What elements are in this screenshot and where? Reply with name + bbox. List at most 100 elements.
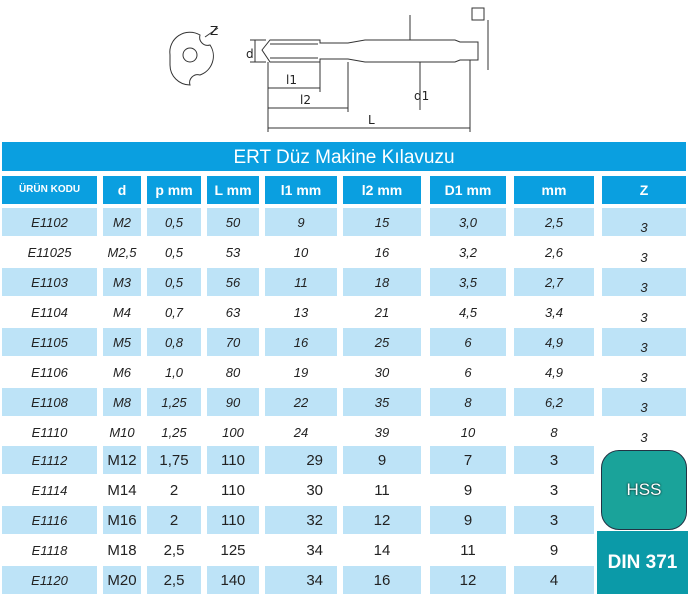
table-cell: 3,4: [544, 305, 564, 320]
label-l1: l1: [286, 73, 297, 87]
table-cell: 4,9: [514, 328, 594, 356]
tap-technical-drawing: Z d l1 l2 d1 L: [169, 7, 489, 132]
table-cell: 3: [640, 310, 648, 325]
table-cell: 70: [207, 328, 259, 356]
table-cell: 0,5: [164, 245, 184, 260]
product-code-cell: E1112: [2, 446, 97, 474]
table-cell: M3: [103, 268, 141, 296]
table-cell: 6: [430, 328, 506, 356]
table-cell: 6,2: [514, 388, 594, 416]
table-cell: 1,25: [161, 425, 187, 440]
table-cell: 3,0: [430, 208, 506, 236]
table-cell: 90: [207, 388, 259, 416]
table-cell: M6: [112, 365, 132, 380]
table-title: ERT Düz Makine Kılavuzu: [2, 142, 686, 171]
table-cell: 3: [640, 430, 648, 445]
table-cell: 110: [207, 506, 259, 534]
table-cell: 0,5: [147, 208, 201, 236]
column-header: d: [103, 176, 141, 204]
table-cell: 3: [514, 446, 594, 474]
table-cell: 110: [207, 446, 259, 474]
table-cell: 125: [220, 542, 246, 559]
product-code-cell: E11025: [27, 245, 72, 260]
table-cell: 19: [293, 365, 309, 380]
table-cell: 3: [602, 268, 686, 296]
table-cell: 24: [293, 425, 309, 440]
table-cell: 12: [343, 506, 421, 534]
column-header: l1 mm: [265, 176, 337, 204]
table-cell: 9: [463, 482, 473, 499]
table-cell: M16: [103, 506, 141, 534]
table-cell: 0,8: [147, 328, 201, 356]
table-cell: 3: [602, 388, 686, 416]
table-cell: 2,5: [147, 566, 201, 594]
table-cell: 15: [343, 208, 421, 236]
table-cell: 0,7: [164, 305, 184, 320]
table-cell: 3: [602, 208, 686, 236]
table-cell: M4: [112, 305, 132, 320]
label-d1: d1: [414, 89, 429, 103]
table-cell: 9: [549, 542, 559, 559]
table-cell: 39: [374, 425, 390, 440]
table-cell: 14: [373, 542, 391, 559]
table-cell: 9: [430, 506, 506, 534]
table-cell: 80: [225, 365, 241, 380]
table-cell: 25: [343, 328, 421, 356]
table-cell: 3,2: [458, 245, 478, 260]
table-cell: 8: [550, 425, 558, 440]
column-header: D1 mm: [430, 176, 506, 204]
table-cell: M14: [107, 482, 137, 499]
table-cell: M2: [103, 208, 141, 236]
label-z: Z: [210, 24, 218, 38]
table-cell: 10: [460, 425, 476, 440]
label-d: d: [246, 47, 254, 61]
product-code-cell: E1106: [31, 365, 68, 380]
table-cell: M2,5: [107, 245, 137, 260]
table-cell: 110: [221, 482, 245, 499]
table-cell: 4,5: [458, 305, 478, 320]
product-code-cell: E1105: [2, 328, 97, 356]
table-cell: 11: [374, 482, 390, 499]
table-cell: 6: [464, 365, 472, 380]
table-cell: 34: [265, 566, 337, 594]
product-code-cell: E1104: [31, 305, 68, 320]
tap-end-view: [169, 31, 214, 86]
table-cell: 2: [169, 482, 179, 499]
table-cell: 3: [640, 370, 648, 385]
table-cell: 3: [514, 506, 594, 534]
table-cell: 16: [374, 245, 390, 260]
table-cell: 35: [343, 388, 421, 416]
table-cell: 3,5: [430, 268, 506, 296]
product-code-cell: E1118: [31, 543, 68, 558]
table-cell: 4,9: [544, 365, 564, 380]
table-cell: 9: [343, 446, 421, 474]
table-cell: 3: [640, 250, 648, 265]
table-cell: 13: [293, 305, 309, 320]
table-cell: 2,6: [544, 245, 564, 260]
table-cell: M10: [109, 425, 135, 440]
table-cell: 34: [306, 542, 323, 559]
product-code-cell: E1116: [2, 506, 97, 534]
table-cell: M12: [103, 446, 141, 474]
table-cell: 100: [222, 425, 244, 440]
table-cell: 11: [265, 268, 337, 296]
product-code-cell: E1110: [31, 425, 68, 440]
product-code-cell: E1120: [2, 566, 97, 594]
column-header: mm: [514, 176, 594, 204]
table-cell: 0,5: [147, 268, 201, 296]
table-cell: 63: [225, 305, 241, 320]
table-cell: 7: [430, 446, 506, 474]
table-cell: M18: [107, 542, 137, 559]
table-cell: 29: [265, 446, 337, 474]
table-cell: 1,75: [147, 446, 201, 474]
table-cell: 2,5: [514, 208, 594, 236]
table-cell: 140: [207, 566, 259, 594]
table-cell: 56: [207, 268, 259, 296]
table-cell: 16: [343, 566, 421, 594]
label-L: L: [368, 113, 375, 127]
standard-badge: DIN 371: [597, 531, 688, 594]
column-header: L mm: [207, 176, 259, 204]
table-cell: 18: [343, 268, 421, 296]
table-cell: 3: [602, 328, 686, 356]
table-cell: 1,25: [147, 388, 201, 416]
